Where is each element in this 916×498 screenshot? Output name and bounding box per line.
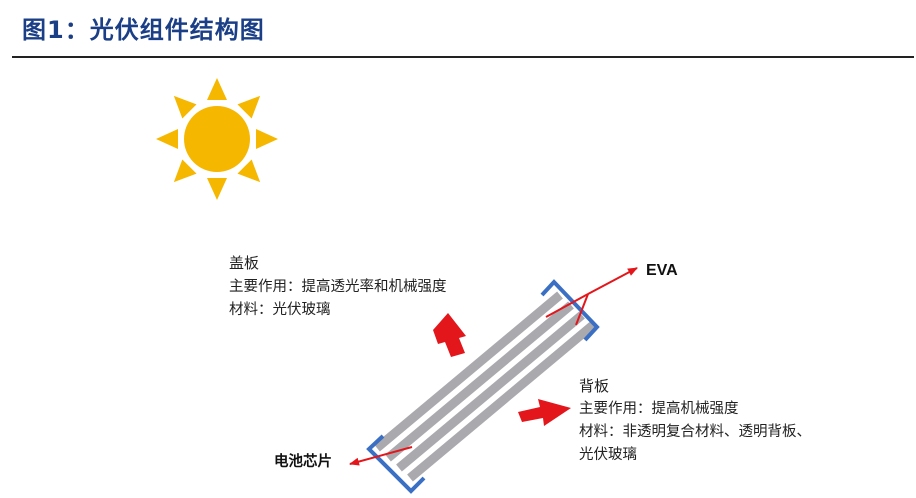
back-panel-material: 材料：非透明复合材料、透明背板、 xyxy=(579,424,811,440)
layer-4 xyxy=(407,321,596,482)
layer-1 xyxy=(374,291,563,452)
back-panel-heading: 背板 xyxy=(579,377,610,395)
front-panel-role: 主要作用：提高透光率和机械强度 xyxy=(229,279,447,295)
layer-2 xyxy=(385,301,574,462)
figure-title: 图1：光伏组件结构图 xyxy=(22,16,265,44)
front-panel-heading: 盖板 xyxy=(229,254,260,272)
arrow-up-icon xyxy=(433,313,466,357)
module-edge-brackets xyxy=(366,279,600,494)
eva-pointer xyxy=(545,267,638,326)
title-divider xyxy=(12,56,914,58)
sun-icon xyxy=(156,78,278,200)
cell-pointer xyxy=(349,446,413,466)
layer-3 xyxy=(396,311,585,472)
arrow-right-icon xyxy=(518,399,571,426)
eva-label: EVA xyxy=(646,262,678,279)
module-layers xyxy=(374,291,596,482)
back-panel-role: 主要作用：提高机械强度 xyxy=(579,401,739,417)
cell-chip-label: 电池芯片 xyxy=(274,454,332,470)
bottom-bracket xyxy=(366,434,426,494)
back-panel-material-cont: 光伏玻璃 xyxy=(579,447,637,463)
front-panel-material: 材料：光伏玻璃 xyxy=(229,302,331,318)
top-bracket xyxy=(540,279,600,342)
